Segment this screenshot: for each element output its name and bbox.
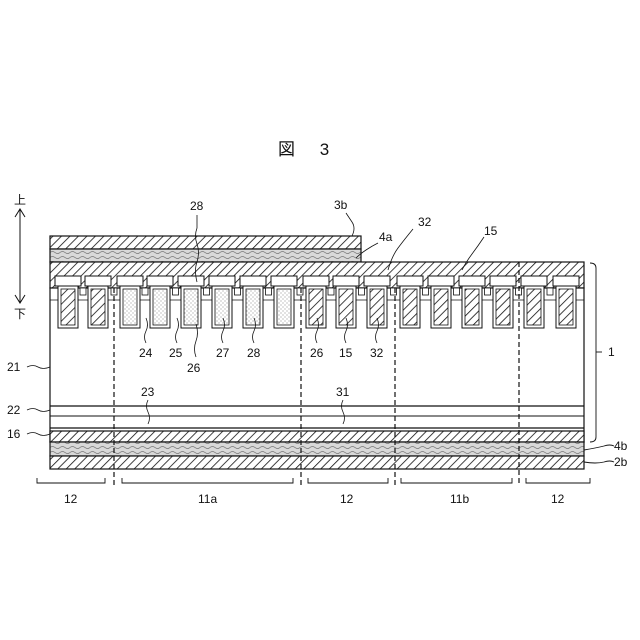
electrode-3b — [50, 236, 361, 249]
label-28-bottom: 28 — [247, 346, 261, 360]
region-brackets — [37, 478, 590, 483]
trench-gate-electrode — [527, 289, 541, 325]
label-16: 16 — [7, 427, 21, 441]
trench-dummy-electrode — [153, 289, 167, 325]
label-4a: 4a — [379, 230, 393, 244]
trench-dummy-electrode — [277, 289, 291, 325]
insulator-cap — [178, 276, 204, 286]
contact-region — [328, 288, 334, 295]
label-21: 21 — [7, 360, 21, 374]
region-label-12-right: 12 — [551, 492, 565, 506]
label-23: 23 — [141, 385, 155, 399]
trench-dummy-electrode — [123, 289, 137, 325]
label-3b: 3b — [334, 198, 348, 212]
contact-region — [142, 288, 148, 295]
contact-region — [547, 288, 553, 295]
trench-gate-electrode — [434, 289, 448, 325]
figure-title: 図 3 — [278, 140, 339, 159]
label-22: 22 — [7, 403, 21, 417]
layer-16 — [50, 431, 584, 442]
label-32-top: 32 — [418, 215, 432, 229]
insulator-cap — [117, 276, 143, 286]
device-body — [50, 236, 584, 486]
contact-region — [80, 288, 86, 295]
region-label-12-left: 12 — [64, 492, 78, 506]
label-15-bottom: 15 — [339, 346, 353, 360]
trench-gate-electrode — [370, 289, 384, 325]
trench-gate-electrode — [559, 289, 573, 325]
right-brackets — [584, 263, 614, 463]
region-label-11b: 11b — [450, 492, 469, 506]
contact-region — [485, 288, 491, 295]
insulator-cap — [364, 276, 390, 286]
trench-dummy-electrode — [215, 289, 229, 325]
insulator-cap — [271, 276, 297, 286]
contact-region — [204, 288, 210, 295]
label-31: 31 — [336, 385, 350, 399]
insulator-cap — [209, 276, 235, 286]
insulator-cap — [490, 276, 516, 286]
direction-up-label: 上 — [14, 193, 26, 207]
layer-4b — [50, 442, 584, 456]
insulator-cap — [521, 276, 547, 286]
trench-gate-electrode — [465, 289, 479, 325]
trench-gate-electrode — [339, 289, 353, 325]
insulator-cap — [397, 276, 423, 286]
insulator-cap — [85, 276, 111, 286]
insulator-cap — [240, 276, 266, 286]
label-4b: 4b — [614, 439, 628, 453]
contact-region — [173, 288, 179, 295]
contact-region — [235, 288, 241, 295]
region-label-12-middle: 12 — [340, 492, 354, 506]
trench-gate-electrode — [61, 289, 75, 325]
trench-gates — [58, 286, 576, 328]
contact-region — [359, 288, 365, 295]
electrode-2b — [50, 456, 584, 469]
contact-region — [266, 288, 272, 295]
insulator-cap — [147, 276, 173, 286]
trench-gate-electrode — [403, 289, 417, 325]
layer-4a — [50, 249, 361, 262]
trench-gate-electrode — [91, 289, 105, 325]
insulator-cap — [459, 276, 485, 286]
insulator-cap — [303, 276, 329, 286]
contact-region — [297, 288, 303, 295]
trench-dummy-electrode — [246, 289, 260, 325]
direction-indicator: 上 下 — [14, 193, 26, 321]
direction-down-label: 下 — [14, 307, 26, 321]
trench-gate-electrode — [309, 289, 323, 325]
region-label-11a: 11a — [198, 492, 217, 506]
label-24: 24 — [139, 346, 153, 360]
insulator-cap — [553, 276, 579, 286]
insulator-cap — [55, 276, 81, 286]
label-25: 25 — [169, 346, 183, 360]
label-15-top: 15 — [484, 224, 498, 238]
trench-dummy-electrode — [184, 289, 198, 325]
contact-region — [454, 288, 460, 295]
contact-region — [423, 288, 429, 295]
label-1: 1 — [608, 345, 615, 359]
trench-gate-electrode — [496, 289, 510, 325]
label-26-left: 26 — [187, 361, 201, 375]
label-32-bottom: 32 — [370, 346, 384, 360]
label-28-top: 28 — [190, 199, 204, 213]
label-26-right: 26 — [310, 346, 324, 360]
label-27: 27 — [216, 346, 230, 360]
insulator-cap — [428, 276, 454, 286]
insulator-cap — [333, 276, 359, 286]
label-2b: 2b — [614, 455, 628, 469]
left-leaders — [27, 366, 50, 436]
